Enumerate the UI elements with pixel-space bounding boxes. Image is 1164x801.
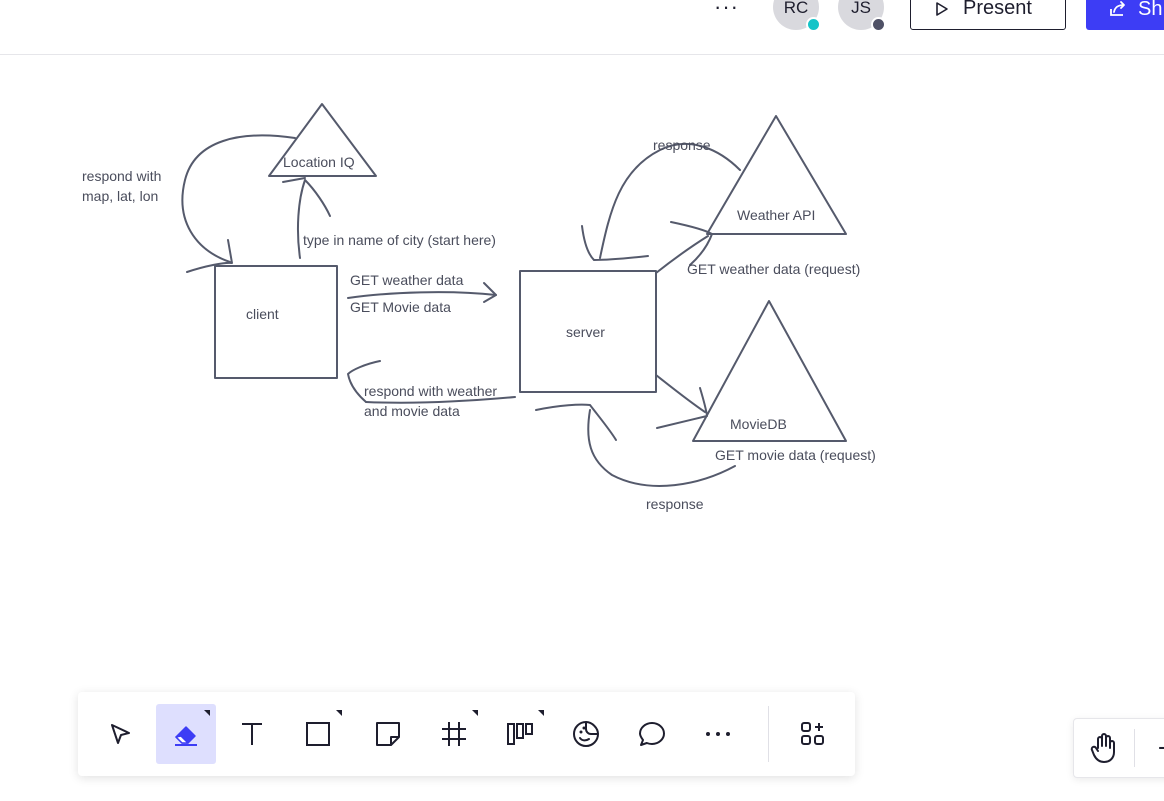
status-dot	[871, 17, 886, 32]
arrow-type-city	[296, 179, 331, 259]
more-options-button[interactable]: ···	[714, 0, 739, 19]
label-respond-map: respond with map, lat, lon	[82, 168, 162, 204]
text-icon	[242, 723, 262, 745]
cursor-icon	[111, 724, 130, 744]
text-tool[interactable]	[222, 704, 282, 764]
diagram-drawing	[181, 103, 847, 487]
hand-tool[interactable]	[1074, 719, 1134, 777]
sticky-note-icon	[376, 722, 400, 746]
label-respond-weather-movie: respond with weather and movie data	[364, 383, 498, 419]
label-get-weather-request: GET weather data (request)	[687, 261, 861, 277]
panel-divider	[1134, 729, 1135, 767]
arrow-respond-map	[181, 134, 296, 263]
node-label-server: server	[566, 324, 605, 340]
avatar-js[interactable]: JS	[838, 0, 886, 32]
avatar-rc[interactable]: RC	[773, 0, 821, 32]
kanban-tool[interactable]	[490, 704, 550, 764]
node-label-client: client	[246, 306, 279, 322]
arrow-get-data	[347, 291, 497, 299]
share-label: Sh	[1138, 0, 1163, 20]
play-icon	[936, 2, 948, 16]
present-button[interactable]: Present	[910, 0, 1066, 30]
submenu-indicator-icon	[204, 710, 210, 716]
arrow-response-top	[599, 142, 741, 259]
navigation-panel: -	[1073, 718, 1164, 778]
label-response-bottom: response	[646, 496, 704, 512]
sticky-note-tool[interactable]	[358, 704, 418, 764]
arrow-response-bottom	[587, 409, 736, 487]
label-get-movie: GET Movie data	[350, 299, 451, 315]
kanban-icon	[507, 723, 533, 745]
location-iq-triangle	[268, 103, 377, 177]
status-dot	[806, 17, 821, 32]
comment-tool[interactable]	[622, 704, 682, 764]
node-label-location-iq: Location IQ	[283, 154, 355, 170]
avatar-initials: JS	[851, 0, 871, 17]
weather-api-triangle	[706, 115, 847, 235]
frame-icon	[442, 722, 466, 746]
submenu-indicator-icon	[336, 710, 342, 716]
client-box	[214, 265, 338, 379]
sticker-tool[interactable]	[556, 704, 616, 764]
label-get-weather: GET weather data	[350, 272, 464, 288]
arrow-movie-request	[655, 374, 706, 413]
share-button[interactable]: Sh	[1086, 0, 1164, 30]
more-tools-button[interactable]	[688, 704, 748, 764]
top-bar: ··· RC JS Present Sh	[0, 0, 1164, 55]
add-apps-icon	[801, 722, 824, 745]
label-response-top: response	[653, 137, 711, 153]
more-icon	[706, 732, 730, 736]
frame-tool[interactable]	[424, 704, 484, 764]
square-icon	[306, 722, 330, 746]
sticker-icon	[573, 721, 599, 747]
submenu-indicator-icon	[538, 710, 544, 716]
arrow-weather-request	[655, 235, 709, 274]
hand-icon	[1090, 733, 1115, 763]
apps-tool[interactable]	[783, 704, 843, 764]
node-label-weather-api: Weather API	[737, 207, 816, 223]
eraser-tool[interactable]	[156, 704, 216, 764]
server-box	[519, 270, 657, 393]
select-tool[interactable]	[90, 704, 150, 764]
comment-icon	[639, 722, 665, 746]
node-label-moviedb: MovieDB	[730, 416, 787, 432]
zoom-out-button[interactable]: -	[1158, 731, 1164, 762]
submenu-indicator-icon	[472, 710, 478, 716]
label-type-city: type in name of city (start here)	[303, 232, 496, 248]
shape-tool[interactable]	[288, 704, 348, 764]
arrow-respond-data	[365, 396, 516, 404]
eraser-icon	[175, 726, 197, 746]
label-get-movie-request: GET movie data (request)	[715, 447, 876, 463]
present-label: Present	[963, 0, 1032, 19]
avatar-initials: RC	[783, 0, 809, 17]
whiteboard-canvas[interactable]: client server Location IQ Weather API Mo…	[0, 55, 1164, 801]
share-icon	[1110, 1, 1125, 16]
creation-toolbar	[78, 692, 855, 776]
moviedb-triangle	[692, 300, 847, 442]
toolbar-divider	[768, 706, 769, 762]
